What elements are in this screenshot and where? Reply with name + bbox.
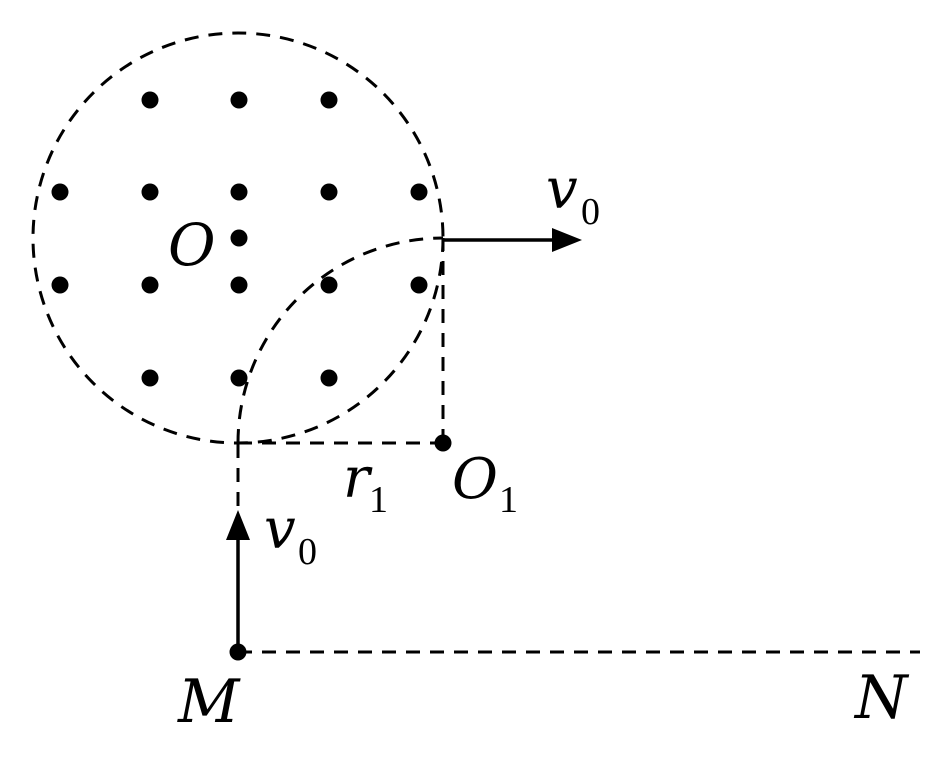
field-dot [230,183,248,201]
label-o1-sub: 1 [499,479,518,521]
point-o1 [434,434,452,452]
field-dot [320,183,338,201]
center-dot-o [230,229,248,247]
label-r1-sub: 1 [369,479,388,521]
velocity-arrow-up-head [226,510,250,540]
field-dot [230,276,248,294]
field-dot [141,276,159,294]
field-dot [320,91,338,109]
field-dot [410,276,428,294]
label-r1: r [343,446,373,511]
field-dot [51,183,69,201]
field-dot [141,369,159,387]
label-n: N [853,663,910,733]
field-dot [320,369,338,387]
label-m: M [177,667,241,737]
label-o: O [168,211,216,279]
field-dot [410,183,428,201]
field-dot [141,91,159,109]
label-v0-bottom-sub: 0 [298,531,317,573]
label-o1: O [452,447,498,512]
velocity-arrow-right-head [552,228,582,252]
field-dot [230,369,248,387]
field-dot [51,276,69,294]
label-v0-top-sub: 0 [581,191,600,233]
field-dot [230,91,248,109]
field-dots [51,91,428,387]
field-dot [141,183,159,201]
label-v0-bottom: v [264,497,296,562]
trajectory-arc [236,236,444,444]
label-v0-top: v [546,157,578,222]
field-dot [320,276,338,294]
